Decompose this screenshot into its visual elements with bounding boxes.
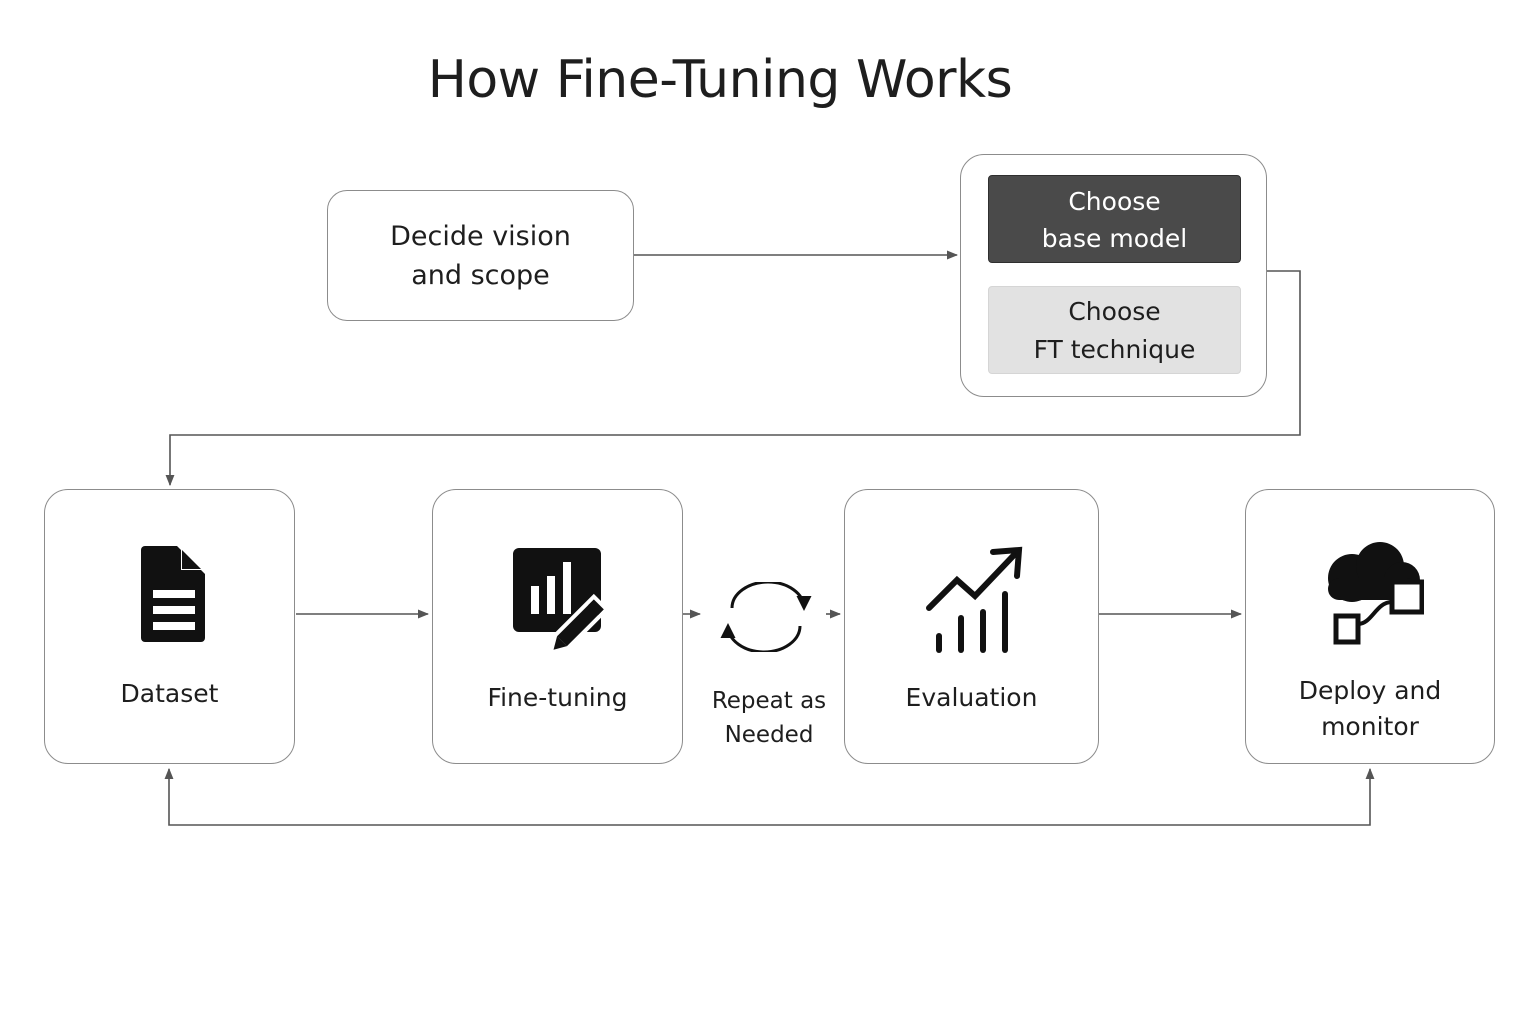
evaluation-box[interactable]: Evaluation [844, 489, 1099, 764]
deploy-monitor-box[interactable]: Deploy and monitor [1245, 489, 1495, 764]
decide-vision-label: Decide vision and scope [390, 221, 571, 291]
repeat-as-needed-label: Repeat as Needed [711, 688, 827, 748]
fine-tuning-label: Fine-tuning [487, 683, 628, 712]
cycle-icon [720, 582, 812, 652]
choose-ft-technique-button[interactable]: Choose FT technique [988, 286, 1241, 374]
chart-edit-icon [513, 548, 610, 654]
choose-model-group: Choose base model Choose FT technique [960, 154, 1267, 397]
fine-tuning-box[interactable]: Fine-tuning [432, 489, 683, 764]
cloud-deploy-icon [1328, 542, 1424, 645]
dataset-label: Dataset [120, 679, 219, 708]
dataset-box[interactable]: Dataset [44, 489, 295, 764]
page-title: How Fine-Tuning Works [427, 50, 1013, 110]
arrow-feedback-loop [164, 767, 1375, 826]
deploy-monitor-label: Deploy and monitor [1298, 676, 1442, 741]
evaluation-label: Evaluation [905, 683, 1038, 712]
trend-up-icon [926, 546, 1023, 653]
decide-vision-box[interactable]: Decide vision and scope [327, 190, 634, 321]
document-icon [141, 546, 205, 642]
choose-base-model-button[interactable]: Choose base model [988, 175, 1241, 263]
arrow-choose-to-dataset [165, 270, 1301, 487]
